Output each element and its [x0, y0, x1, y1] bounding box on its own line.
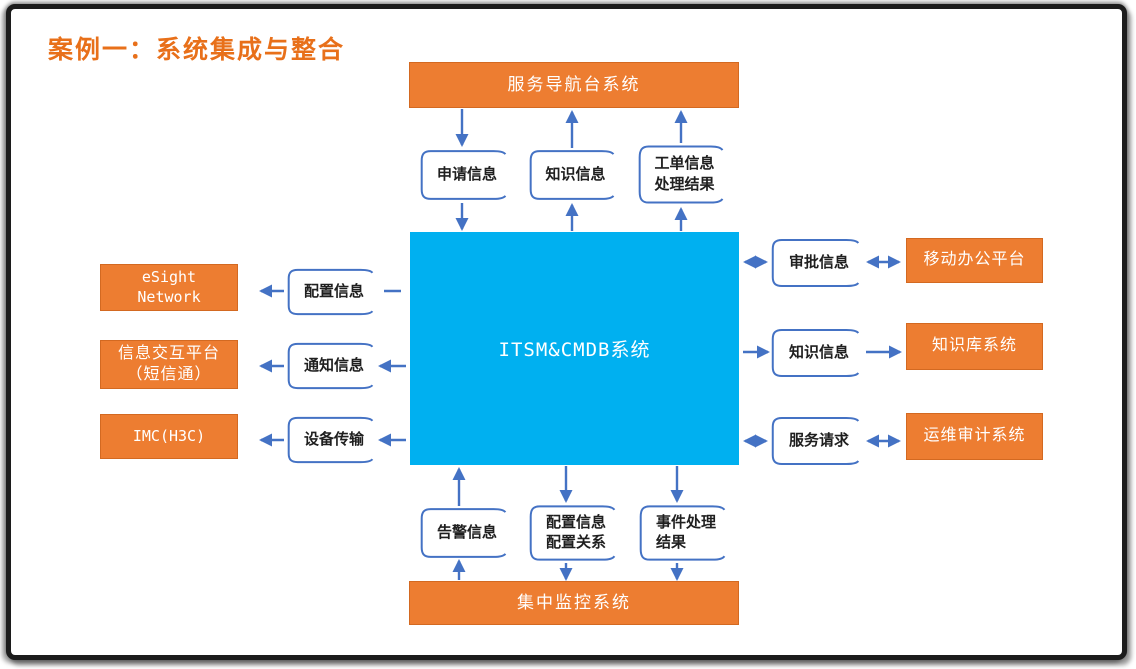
- flow-label: 知识信息: [545, 165, 606, 183]
- system-box-info-exchange-platform: 信息交互平台 （短信通）: [100, 340, 238, 389]
- bracket-shape: [286, 416, 376, 464]
- bracket-shape: [637, 144, 726, 205]
- bracket-shape: [419, 507, 509, 559]
- system-box-imc-h3c: IMC(H3C): [100, 414, 238, 459]
- bracket-shape: [419, 149, 509, 201]
- system-box-mobile-office: 移动办公平台: [906, 238, 1043, 283]
- flow-label: 审批信息: [788, 253, 849, 271]
- flow-label: 设备传输: [303, 430, 364, 448]
- system-box-ops-audit: 运维审计系统: [906, 413, 1043, 460]
- flow-flag-service-request: 服务请求: [770, 416, 862, 466]
- flow-flag-config-info-relation: 配置信息 配置关系: [528, 504, 618, 562]
- bracket-shape: [770, 416, 862, 466]
- flow-label: 知识信息: [788, 343, 849, 361]
- bracket-shape: [286, 268, 376, 316]
- flow-flag-config-info: 配置信息: [286, 268, 376, 316]
- system-box-central-monitoring: 集中监控系统: [409, 581, 739, 625]
- bracket-shape: [638, 504, 728, 562]
- system-box-knowledge-base: 知识库系统: [906, 323, 1043, 370]
- flow-label: 告警信息: [436, 523, 497, 541]
- flow-flag-event-result: 事件处理 结果: [638, 504, 728, 562]
- flow-label: 通知信息: [303, 356, 364, 374]
- system-box-itsm-cmdb: ITSM&CMDB系统: [410, 232, 739, 465]
- flow-flag-notify-info: 通知信息: [286, 342, 376, 390]
- page-title: 案例一：系统集成与整合: [48, 36, 346, 64]
- system-box-service-desk: 服务导航台系统: [409, 62, 739, 108]
- flow-flag-alarm-info: 告警信息: [419, 507, 509, 559]
- flow-label: 工单信息 处理结果: [654, 155, 715, 193]
- bracket-shape: [770, 328, 862, 378]
- bracket-shape: [528, 504, 618, 562]
- flow-label: 配置信息: [303, 282, 364, 300]
- flow-flag-approval-info: 审批信息: [770, 238, 862, 288]
- system-box-esight-network: eSight Network: [100, 264, 238, 311]
- flow-label: 申请信息: [436, 165, 497, 183]
- flow-flag-knowledge-info-right: 知识信息: [770, 328, 862, 378]
- bracket-shape: [286, 342, 376, 390]
- flow-flag-ticket-result: 工单信息 处理结果: [637, 144, 726, 205]
- flow-label: 服务请求: [788, 431, 849, 449]
- flow-flag-apply-info: 申请信息: [419, 149, 509, 201]
- bracket-shape: [528, 149, 617, 201]
- bracket-shape: [770, 238, 862, 288]
- flow-label: 配置信息 配置关系: [545, 513, 606, 551]
- flow-flag-device-transfer: 设备传输: [286, 416, 376, 464]
- flow-label: 事件处理 结果: [655, 513, 716, 551]
- flow-flag-knowledge-info-top: 知识信息: [528, 149, 617, 201]
